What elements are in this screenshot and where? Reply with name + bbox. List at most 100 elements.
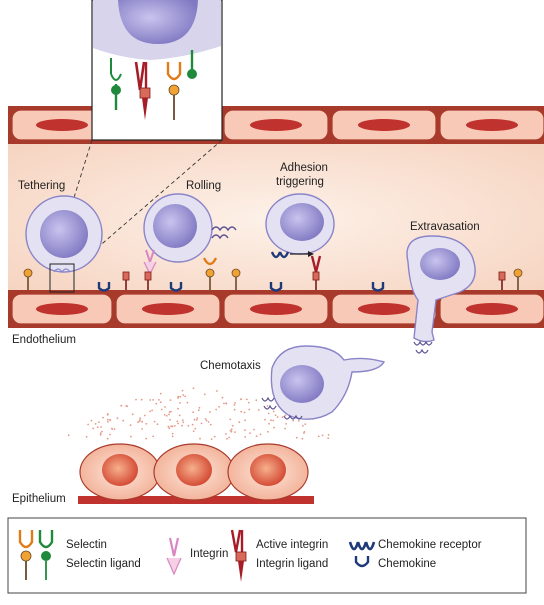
chemokine-dot [240,410,243,413]
chemokine-dot [292,419,295,422]
chemokine-dot [297,420,300,422]
chemokine-dot [106,437,109,440]
chemokine-dot [272,410,275,413]
chemokine-dot [155,402,158,405]
chemokine-dot [170,410,172,413]
legend: Selectin Selectin ligand Integrin Active… [7,517,527,594]
chemokine-dot [216,390,218,392]
chemokine-dot [197,409,200,412]
chemokine-dot [67,434,70,437]
chemokine-dot [182,394,185,396]
leukocyte-extravasation [406,235,476,354]
chemokine-dot [135,398,137,401]
chemokine-dot [302,424,304,427]
chemokine-dot [228,436,231,439]
chemokine-dot [204,418,207,420]
chemokine-dot [139,417,142,420]
chemokine-dot [92,427,95,430]
chemokine-receptor-icon [348,541,376,568]
selectin-icon [18,530,34,580]
label-chemotaxis: Chemotaxis [200,360,261,372]
label-rolling: Rolling [186,180,221,192]
chemokine-dot [253,428,255,431]
leukocyte-rolling [143,193,237,276]
chemokine-dot [125,405,128,407]
chemokine-dot [107,421,109,423]
chemokine-dot [96,426,99,429]
chemokine-dot [213,435,216,438]
chemokine-dot [152,399,155,401]
label-epithelium: Epithelium [12,493,66,505]
chemokine-dot [87,423,89,426]
chemokine-dot [186,401,189,404]
chemokine-dot [193,418,196,421]
chemokine-dot [100,426,102,428]
chemokine-dot [120,404,123,407]
chemokine-dot [205,419,208,422]
chemokine-dot [192,411,195,414]
chemokine-dot [203,393,206,396]
chemokine-dot [181,389,184,392]
chemokine-dot [240,398,242,401]
chemokine-dot [301,437,304,440]
chemokine-dot [200,422,203,425]
zoom-inset [51,0,223,269]
chemokine-dot [174,425,176,427]
chemokine-dot [225,433,227,435]
chemokine-dot [179,395,182,398]
chemokine-dot [85,435,88,438]
chemokine-dot [171,435,174,438]
chemokine-dot [131,413,134,416]
chemokine-dot [257,409,260,411]
chemokine-dot [231,424,234,427]
leukocyte-tethering [25,195,103,293]
chemokine-dot [221,396,224,399]
chemokine-dot [102,416,104,419]
chemokine-dot [264,418,266,421]
bottom-endothelium [8,290,544,328]
chemokine-dot [281,416,284,419]
chemokine-dot [270,419,272,422]
chemokine-dot [181,419,184,422]
chemokine-dot [109,433,111,436]
legend-chemokine: Chemokine [378,558,436,570]
chemokine-dot [210,438,213,440]
label-adhesion-2: triggering [276,176,324,188]
chemokine-dot [244,419,247,422]
chemokine-dot [304,423,307,425]
chemokine-dot [137,421,140,424]
chemokine-dot [267,412,270,415]
chemokine-dot [98,421,100,423]
chemokine-dot [169,418,172,421]
chemokine-dot [255,399,258,402]
chemokine-dot [94,423,97,425]
chemokine-dot [303,431,306,433]
chemokine-dot [225,402,228,405]
chemokine-dot [168,413,170,416]
chemokine-dot [284,414,287,417]
chemokine-dot [218,405,221,408]
chemokine-dot [138,420,141,422]
top-endothelium [8,106,544,144]
chemokine-dot [177,395,180,398]
chemokine-dot [165,414,168,417]
chemokine-dot [106,413,109,416]
chemokine-dot [143,414,146,417]
chemokine-dot [187,424,190,427]
chemokine-dot [156,423,159,426]
legend-selectin-ligand: Selectin ligand [66,558,141,570]
chemokine-dot [284,427,286,430]
chemokine-dot [215,408,218,411]
chemokine-dot [170,425,173,428]
chemokine-dot [238,421,241,424]
integrin-icon [166,537,182,576]
chemokine-dot [99,432,102,435]
chemokine-dot [194,427,197,430]
chemokine-dot [99,434,102,436]
chemokine-dot [198,406,201,409]
chemokine-dot [327,434,330,436]
chemokine-dot [321,434,324,437]
chemokine-dot [247,401,250,404]
chemokine-dot [141,420,144,423]
